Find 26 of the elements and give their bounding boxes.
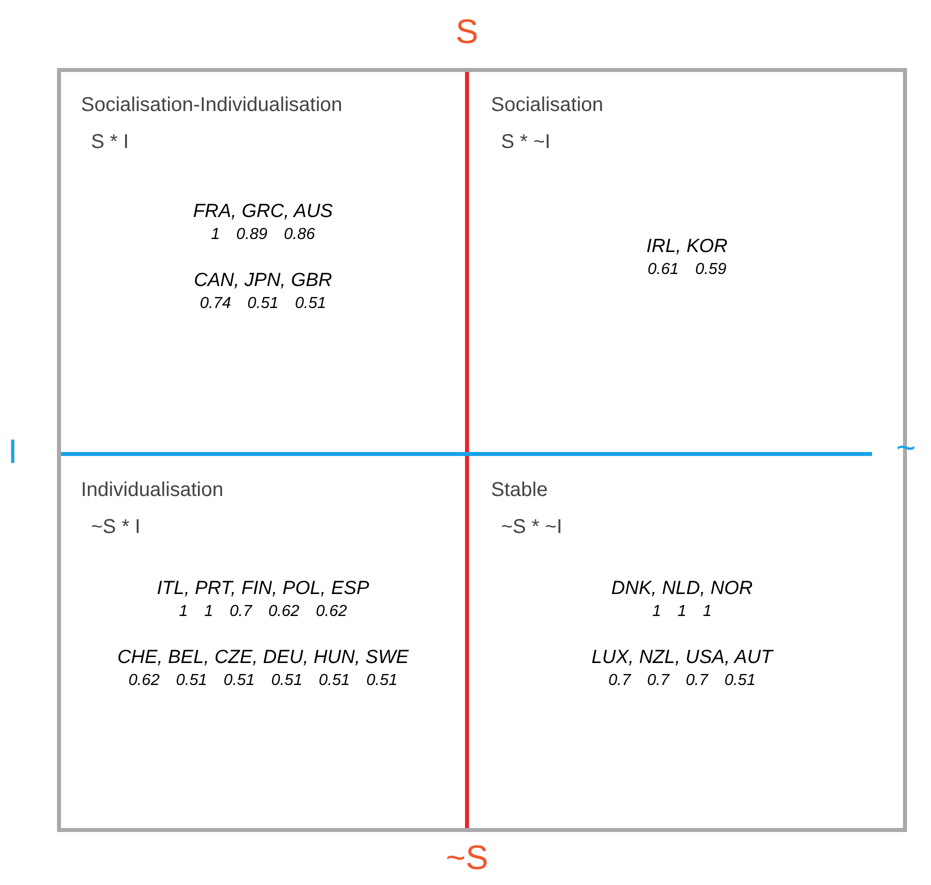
quadrant-title: Individualisation (81, 478, 224, 503)
formula: ~S * I (91, 515, 140, 540)
country-codes: ITL, PRT, FIN, POL, ESP (156, 577, 370, 601)
quadrant-title: Stable (491, 478, 548, 503)
quadrant-title: Socialisation (491, 93, 604, 118)
formula: S * I (91, 130, 129, 155)
axis-label: I (8, 432, 18, 472)
country-codes: LUX, NZL, USA, AUT (592, 646, 772, 670)
score-values: 0.7 0.7 0.7 0.51 (608, 671, 756, 691)
score-values: 0.62 0.51 0.51 0.51 0.51 0.51 (128, 671, 398, 691)
country-codes: DNK, NLD, NOR (611, 577, 753, 601)
score-values: 0.74 0.51 0.51 (200, 294, 326, 314)
formula: ~S * ~I (501, 515, 562, 540)
formula: S * ~I (501, 130, 550, 155)
country-codes: CHE, BEL, CZE, DEU, HUN, SWE (117, 646, 409, 670)
quadrant-title: Socialisation-Individualisation (81, 93, 342, 118)
axis-label: S (456, 12, 478, 52)
score-values: 1 1 0.7 0.62 0.62 (178, 602, 348, 622)
score-values: 0.61 0.59 (648, 260, 726, 280)
axis-label: ~ (896, 428, 916, 468)
country-codes: FRA, GRC, AUS (193, 200, 333, 224)
country-codes: CAN, JPN, GBR (194, 269, 332, 293)
axis-label: ~S (446, 838, 488, 878)
country-codes: IRL, KOR (646, 235, 728, 259)
score-values: 1 0.89 0.86 (210, 225, 316, 245)
score-values: 1 1 1 (652, 602, 712, 622)
